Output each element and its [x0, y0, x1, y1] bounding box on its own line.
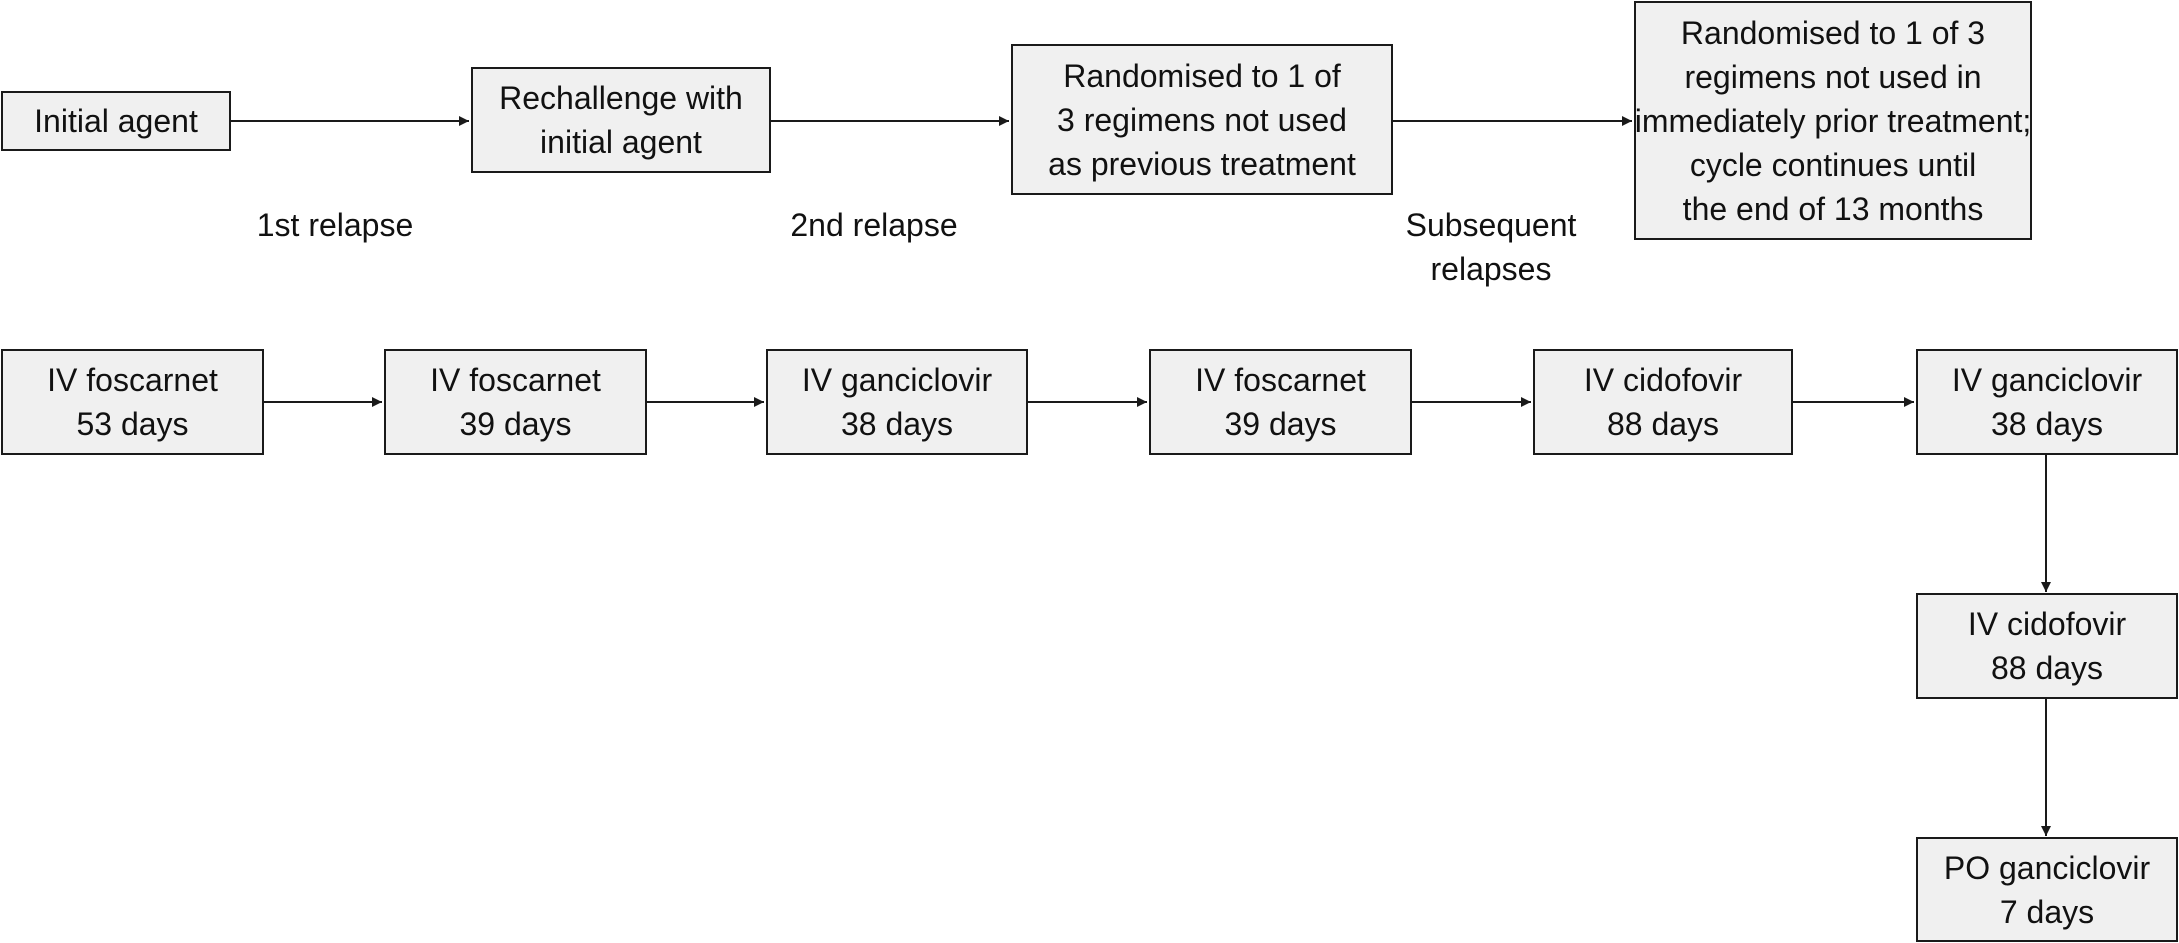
treatment-drug: IV foscarnet	[47, 362, 218, 398]
rechallenge-line-2: initial agent	[540, 124, 702, 160]
treatment-duration: 38 days	[840, 406, 954, 442]
randomised-cycle-line-5: the end of 13 months	[1682, 190, 1984, 227]
treatment-drug: IV ganciclovir	[1951, 362, 2143, 398]
subsequent-relapses-label: Subsequent relapses	[1405, 207, 1577, 287]
rechallenge-line-1: Rechallenge with	[499, 80, 743, 116]
treatment-duration: 88 days	[1606, 406, 1720, 442]
treatment-drug: IV cidofovir	[1967, 606, 2127, 642]
treatment-drug: IV foscarnet	[430, 362, 601, 398]
treatment-drug: PO ganciclovir	[1943, 849, 2151, 886]
second-relapse-label: 2nd relapse	[790, 207, 958, 243]
randomised-cycle-box: Randomised to 1 of 3 regimens not used i…	[1634, 1, 2032, 240]
randomised-cycle-line-2: regimens not used in	[1684, 58, 1982, 95]
treatment-duration: 88 days	[1990, 650, 2104, 686]
treatment-duration: 39 days	[1224, 406, 1337, 442]
treatment-box-8: PO ganciclovir 7 days	[1916, 837, 2178, 942]
treatment-box-5: IV cidofovir 88 days	[1533, 349, 1793, 455]
treatment-drug: IV cidofovir	[1583, 362, 1743, 398]
treatment-duration: 39 days	[459, 406, 572, 442]
randomised-first-box: Randomised to 1 of 3 regimens not used a…	[1011, 44, 1393, 195]
randomised-first-line-1: Randomised to 1 of	[1063, 57, 1341, 94]
treatment-box-7: IV cidofovir 88 days	[1916, 593, 2178, 699]
treatment-box-4: IV foscarnet 39 days	[1149, 349, 1412, 455]
initial-agent-box: Initial agent	[1, 91, 231, 151]
treatment-duration: 38 days	[1990, 406, 2104, 442]
treatment-duration: 7 days	[1999, 893, 2095, 930]
treatment-box-6: IV ganciclovir 38 days	[1916, 349, 2178, 455]
randomised-cycle-line-3: immediately prior treatment;	[1634, 102, 2032, 139]
randomised-first-line-3: as previous treatment	[1048, 145, 1356, 182]
randomised-first-line-2: 3 regimens not used	[1057, 101, 1347, 138]
treatment-box-2: IV foscarnet 39 days	[384, 349, 647, 455]
randomised-cycle-line-1: Randomised to 1 of 3	[1680, 14, 1986, 51]
treatment-box-1: IV foscarnet 53 days	[1, 349, 264, 455]
treatment-duration: 53 days	[76, 406, 189, 442]
initial-agent-line-1: Initial agent	[34, 103, 198, 139]
first-relapse-label: 1st relapse	[256, 207, 414, 243]
treatment-drug: IV foscarnet	[1195, 362, 1366, 398]
treatment-box-3: IV ganciclovir 38 days	[766, 349, 1028, 455]
randomised-cycle-line-4: cycle continues until	[1689, 146, 1977, 183]
rechallenge-box: Rechallenge with initial agent	[471, 67, 771, 173]
treatment-drug: IV ganciclovir	[801, 362, 993, 398]
